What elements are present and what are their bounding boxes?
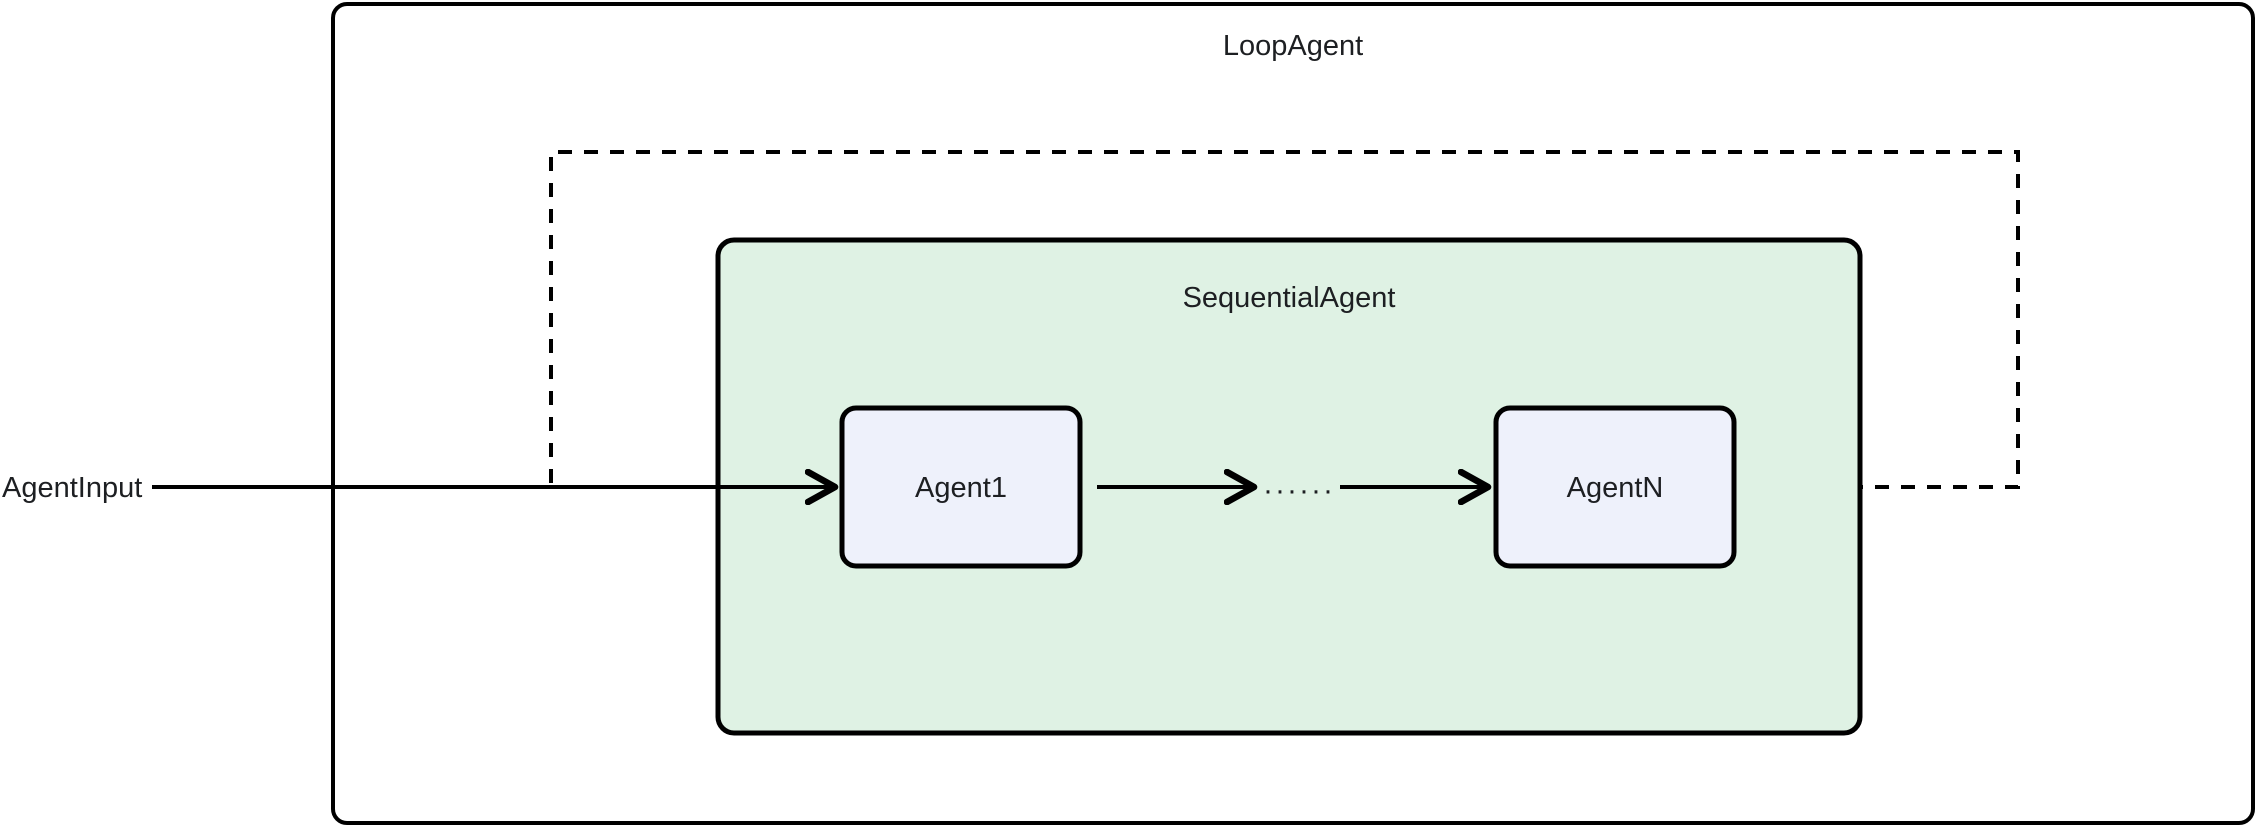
agent1-node[interactable]	[839, 405, 1083, 569]
agentn-label: AgentN	[1567, 472, 1664, 504]
ellipsis-more-agents: ······	[1263, 474, 1335, 507]
agent-input-label: AgentInput	[2, 472, 142, 504]
agent1-label: Agent1	[915, 472, 1007, 504]
sequential-agent-label: SequentialAgent	[1183, 282, 1396, 314]
loop-agent-label: LoopAgent	[1223, 30, 1363, 62]
agentn-node[interactable]	[1493, 405, 1737, 569]
